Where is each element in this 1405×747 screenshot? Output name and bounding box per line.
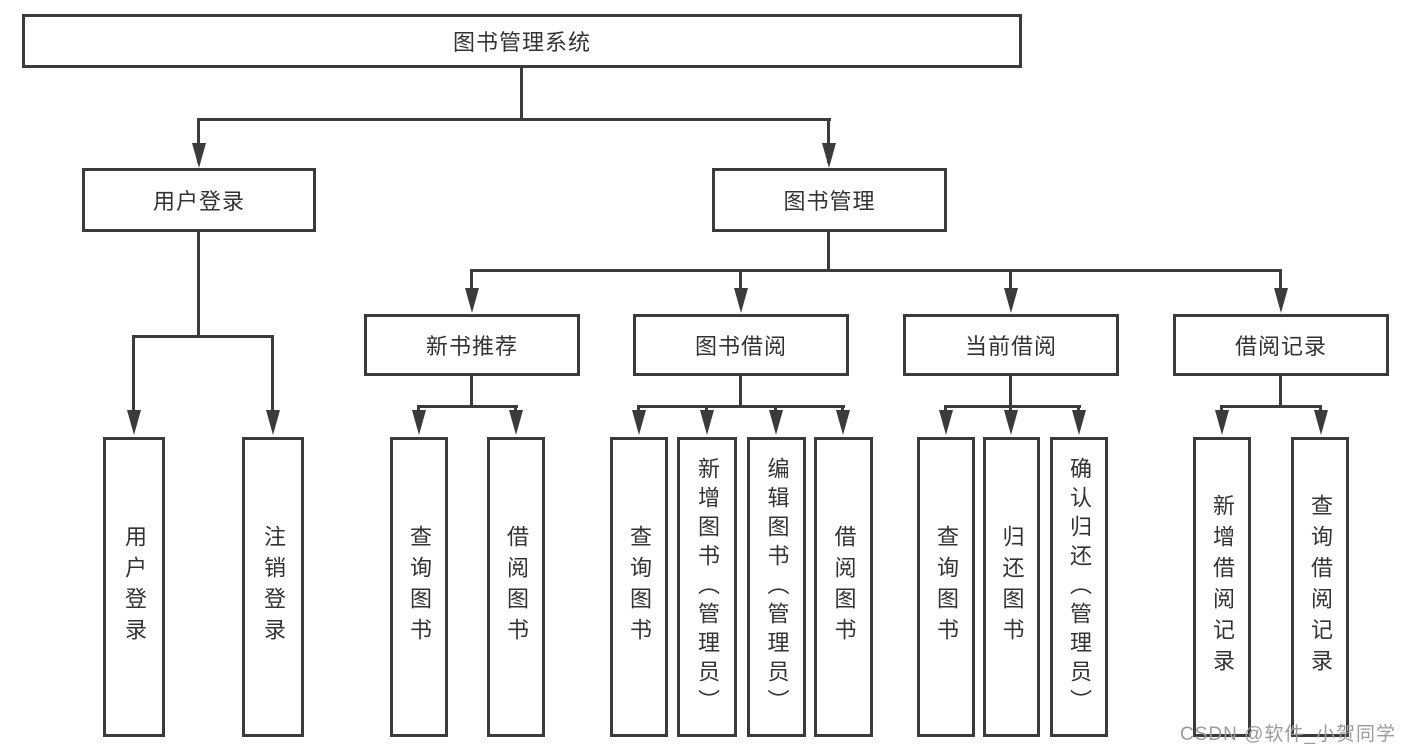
- node-current-borrow: 当前借阅: [903, 314, 1119, 376]
- leaf-query-borrow-record: 查询借阅记录: [1291, 437, 1349, 737]
- connector-recommend-rail: [417, 405, 518, 408]
- leaf-logout-label: 注销登录: [261, 525, 286, 649]
- node-book-borrow-label: 图书借阅: [694, 334, 787, 359]
- connector-records-rail: [1220, 405, 1322, 408]
- connector-recommend-down: [470, 376, 473, 408]
- connector-bookborrow-rail: [637, 405, 845, 408]
- arrowhead-leaf3-icon: [412, 410, 426, 435]
- node-root-library-system: 图书管理系统: [22, 14, 1022, 68]
- connector-root-stem: [520, 68, 523, 121]
- arrowhead-leaf5-icon: [632, 410, 646, 435]
- node-root-label: 图书管理系统: [452, 30, 591, 55]
- leaf-confirm-return-admin-label: 确认归还（管理员）: [1067, 456, 1092, 718]
- connector-userlogin-down: [197, 232, 200, 338]
- connector-leaf2-stem: [271, 335, 274, 425]
- arrowhead-module1-icon: [465, 288, 479, 313]
- connector-leaf1-stem: [132, 335, 135, 425]
- leaf-return-book: 归还图书: [983, 437, 1040, 737]
- connector-bookborrow-down: [739, 376, 742, 408]
- node-new-book-recommend-label: 新书推荐: [425, 334, 518, 359]
- connector-records-down: [1279, 376, 1282, 408]
- leaf-query-book-recommend: 查询图书: [390, 437, 448, 737]
- arrowhead-leaf12-icon: [1215, 410, 1229, 435]
- connector-module2-stem: [739, 269, 742, 294]
- leaf-add-book-admin-label: 新增图书（管理员）: [695, 456, 720, 718]
- leaf-query-book-borrow: 查询图书: [610, 437, 668, 737]
- leaf-user-login-label: 用户登录: [122, 525, 147, 649]
- leaf-logout: 注销登录: [242, 437, 304, 737]
- leaf-return-book-label: 归还图书: [999, 525, 1025, 649]
- arrowhead-leaf9-icon: [939, 410, 953, 435]
- arrowhead-leaf4-icon: [509, 410, 523, 435]
- leaf-add-borrow-record-label: 新增借阅记录: [1210, 494, 1235, 680]
- leaf-borrow-book-recommend: 借阅图书: [487, 437, 545, 737]
- arrowhead-userlogin-icon: [192, 143, 206, 168]
- connector-userlogin-stem: [197, 118, 200, 163]
- connector-userlogin-rail: [132, 335, 274, 338]
- node-new-book-recommend: 新书推荐: [364, 314, 580, 376]
- leaf-edit-book-admin: 编辑图书（管理员）: [747, 437, 806, 737]
- arrowhead-bookmgmt-icon: [822, 143, 836, 168]
- leaf-borrow-book: 借阅图书: [814, 437, 873, 737]
- connector-module3-stem: [1009, 269, 1012, 294]
- connector-currentborrow-rail: [944, 405, 1081, 408]
- arrowhead-leaf10-icon: [1004, 410, 1018, 435]
- leaf-query-book-borrow-label: 查询图书: [627, 525, 652, 649]
- leaf-query-book-recommend-label: 查询图书: [407, 525, 432, 649]
- node-borrow-records-label: 借阅记录: [1234, 334, 1327, 359]
- leaf-borrow-book-recommend-label: 借阅图书: [504, 525, 529, 649]
- arrowhead-leaf7-icon: [769, 410, 783, 435]
- leaf-query-borrow-record-label: 查询借阅记录: [1308, 494, 1333, 680]
- node-current-borrow-label: 当前借阅: [964, 334, 1057, 359]
- leaf-query-book-current-label: 查询图书: [934, 525, 959, 649]
- leaf-user-login: 用户登录: [103, 437, 165, 737]
- arrowhead-module2-icon: [734, 288, 748, 313]
- connector-module4-stem: [1279, 269, 1282, 294]
- node-book-borrow: 图书借阅: [633, 314, 849, 376]
- arrowhead-module4-icon: [1274, 288, 1288, 313]
- arrowhead-leaf1-icon: [127, 410, 141, 435]
- arrowhead-leaf2-icon: [266, 410, 280, 435]
- leaf-add-book-admin: 新增图书（管理员）: [677, 437, 737, 737]
- arrowhead-leaf8-icon: [836, 410, 850, 435]
- arrowhead-module3-icon: [1004, 288, 1018, 313]
- node-user-login: 用户登录: [82, 168, 316, 232]
- connector-modules-rail: [470, 269, 1282, 272]
- node-borrow-records: 借阅记录: [1173, 314, 1389, 376]
- connector-root-rail: [197, 118, 831, 121]
- node-user-login-label: 用户登录: [152, 189, 245, 214]
- leaf-edit-book-admin-label: 编辑图书（管理员）: [764, 456, 790, 718]
- node-book-management: 图书管理: [712, 168, 947, 232]
- leaf-add-borrow-record: 新增借阅记录: [1193, 437, 1251, 737]
- connector-bookmgmt-stem: [827, 118, 830, 163]
- connector-currentborrow-down: [1009, 376, 1012, 408]
- leaf-confirm-return-admin: 确认归还（管理员）: [1050, 437, 1108, 737]
- connector-bookmgmt-down: [827, 232, 830, 272]
- leaf-query-book-current: 查询图书: [917, 437, 975, 737]
- csdn-watermark: CSDN @软件_小贺同学: [1180, 724, 1396, 745]
- arrowhead-leaf11-icon: [1072, 410, 1086, 435]
- leaf-borrow-book-label: 借阅图书: [831, 525, 857, 649]
- node-book-management-label: 图书管理: [783, 189, 876, 214]
- arrowhead-leaf6-icon: [700, 410, 714, 435]
- connector-module1-stem: [470, 269, 473, 294]
- arrowhead-leaf13-icon: [1314, 410, 1328, 435]
